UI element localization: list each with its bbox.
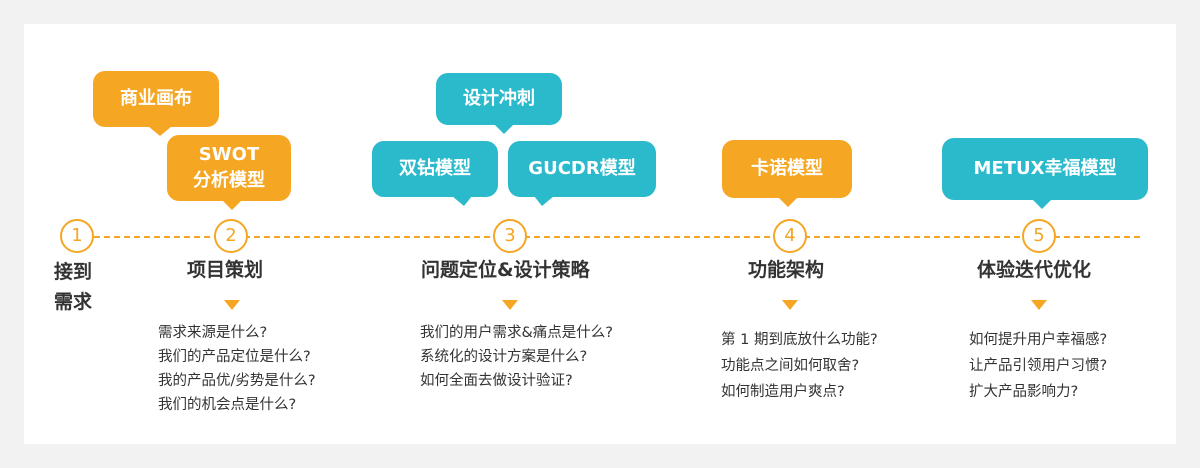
bubble-gucdr-label: GUCDR模型 (528, 158, 636, 179)
step-4-number: 4 (773, 219, 807, 253)
bubble-design-sprint-tail (494, 124, 514, 134)
bubble-business-canvas-label: 商业画布 (120, 88, 192, 109)
bubble-design-sprint-label: 设计冲刺 (463, 88, 535, 109)
step-5-arrow (1031, 300, 1047, 310)
list-item: 我们的机会点是什么? (158, 397, 297, 413)
step-5-questions: 如何提升用户幸福感? 让产品引领用户习惯? 扩大产品影响力? (969, 327, 1107, 405)
list-item: 需求来源是什么? (158, 325, 268, 341)
step-4-title: 功能架构 (748, 259, 825, 281)
step-2-number: 2 (214, 219, 248, 253)
bubble-gucdr-tail (534, 196, 554, 206)
list-item: 我们的用户需求&痛点是什么? (420, 325, 614, 341)
list-item: 如何全面去做设计验证? (420, 373, 573, 389)
list-item: 系统化的设计方案是什么? (420, 349, 588, 365)
bubble-kano-label: 卡诺模型 (751, 158, 823, 179)
step-4-questions: 第 1 期到底放什么功能? 功能点之间如何取舍? 如何制造用户爽点? (721, 327, 878, 405)
bubble-metux: METUX幸福模型 (942, 138, 1148, 200)
step-5-title: 体验迭代优化 (977, 259, 1092, 281)
step-2-arrow (224, 300, 240, 310)
list-item: 我们的产品定位是什么? (158, 349, 311, 365)
step-2-questions: 需求来源是什么? 我们的产品定位是什么? 我的产品优/劣势是什么? 我们的机会点… (158, 321, 316, 417)
list-item: 如何制造用户爽点? (721, 384, 845, 400)
list-item: 扩大产品影响力? (969, 384, 1079, 400)
bubble-metux-label: METUX幸福模型 (973, 158, 1117, 179)
step-3-number: 3 (493, 219, 527, 253)
list-item: 如何提升用户幸福感? (969, 332, 1108, 348)
step-5-number: 5 (1022, 219, 1056, 253)
step-1-title-line2: 需求 (54, 291, 93, 313)
step-1-number: 1 (60, 219, 94, 253)
step-2-title: 项目策划 (187, 259, 264, 281)
step-3-questions: 我们的用户需求&痛点是什么? 系统化的设计方案是什么? 如何全面去做设计验证? (420, 321, 613, 393)
step-1-title: 接到 需求 (54, 257, 104, 317)
bubble-swot: SWOT 分析模型 (167, 135, 291, 201)
step-4-arrow (782, 300, 798, 310)
bubble-design-sprint: 设计冲刺 (436, 73, 562, 125)
bubble-double-diamond: 双钻模型 (372, 141, 498, 197)
step-3-arrow (502, 300, 518, 310)
bubble-double-diamond-tail (452, 196, 472, 206)
bubble-swot-tail (222, 200, 242, 210)
list-item: 让产品引领用户习惯? (969, 358, 1108, 374)
bubble-metux-tail (1032, 199, 1052, 209)
list-item: 我的产品优/劣势是什么? (158, 373, 316, 389)
bubble-business-canvas-tail (148, 126, 172, 136)
bubble-gucdr: GUCDR模型 (508, 141, 656, 197)
step-1-title-line1: 接到 (54, 261, 93, 283)
bubble-business-canvas: 商业画布 (93, 71, 219, 127)
list-item: 功能点之间如何取舍? (721, 358, 860, 374)
bubble-swot-line2: 分析模型 (193, 170, 265, 191)
step-3-title: 问题定位&设计策略 (421, 259, 590, 281)
bubble-swot-line1: SWOT (198, 144, 260, 165)
bubble-double-diamond-label: 双钻模型 (399, 158, 471, 179)
list-item: 第 1 期到底放什么功能? (721, 332, 878, 348)
bubble-kano: 卡诺模型 (722, 140, 852, 198)
bubble-kano-tail (778, 197, 798, 207)
timeline-dashed-line (84, 236, 1140, 238)
